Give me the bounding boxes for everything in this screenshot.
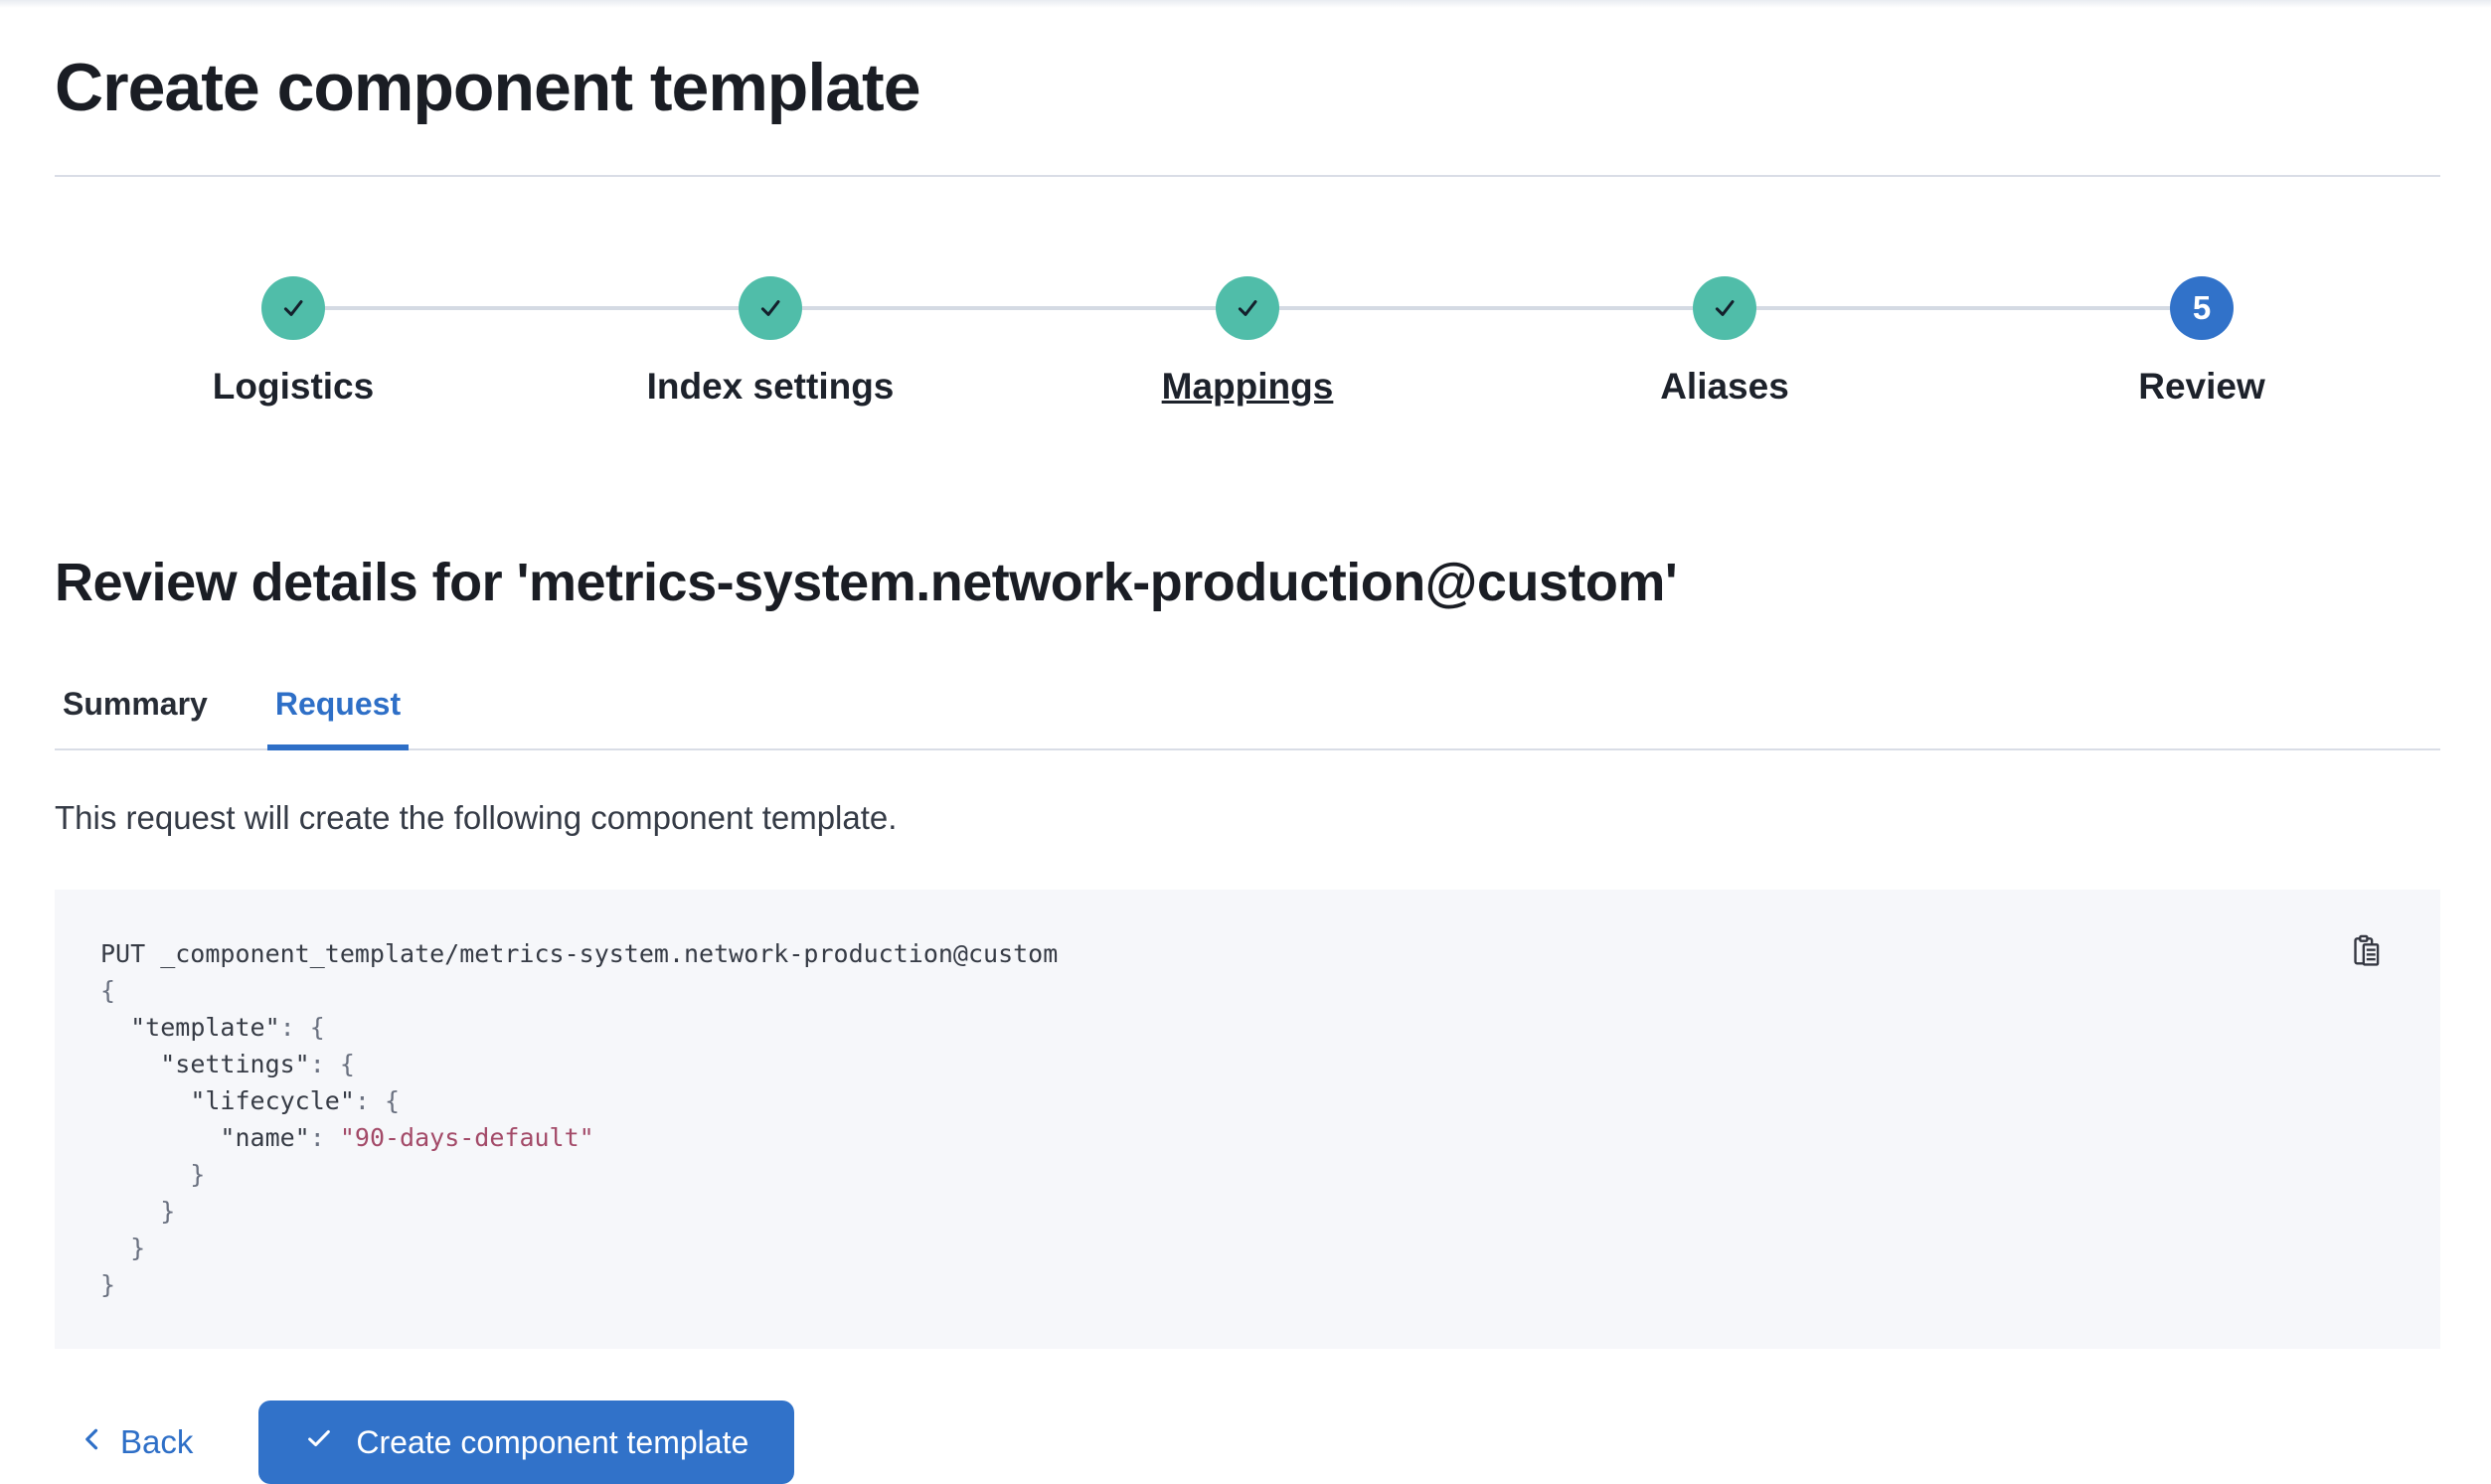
- step-label: Logistics: [212, 366, 375, 407]
- stepper-step-index-settings[interactable]: Index settings: [532, 276, 1009, 408]
- create-component-template-button[interactable]: Create component template: [258, 1401, 795, 1484]
- title-divider: [55, 175, 2440, 177]
- stepper-step-logistics[interactable]: Logistics: [55, 276, 532, 408]
- back-button[interactable]: Back: [55, 1423, 217, 1461]
- tab-summary[interactable]: Summary: [55, 686, 216, 748]
- step-number-badge: 5: [2170, 276, 2234, 340]
- stepper-step-aliases[interactable]: Aliases: [1486, 276, 1963, 408]
- stepper-step-mappings[interactable]: Mappings: [1009, 276, 1486, 408]
- step-label: Index settings: [646, 366, 895, 407]
- top-edge-shadow: [0, 0, 2491, 8]
- request-description: This request will create the following c…: [55, 799, 898, 836]
- copy-clipboard-icon: [2349, 934, 2387, 974]
- step-label: Mappings: [1161, 366, 1334, 407]
- page-title: Create component template: [55, 50, 921, 125]
- step-check-icon: [261, 276, 325, 340]
- create-component-template-page: Create component template Logistics Index…: [0, 48, 2491, 1484]
- wizard-footer: Back Create component template: [55, 1401, 2440, 1484]
- chevron-left-icon: [79, 1423, 106, 1461]
- review-heading: Review details for 'metrics-system.netwo…: [55, 553, 1678, 612]
- request-code-block: PUT _component_template/metrics-system.n…: [55, 890, 2440, 1349]
- step-label: Review: [2138, 366, 2265, 407]
- step-label: Aliases: [1660, 366, 1789, 407]
- check-icon: [304, 1423, 334, 1461]
- tab-request[interactable]: Request: [266, 686, 410, 750]
- step-check-icon: [1693, 276, 1756, 340]
- copy-button[interactable]: [2345, 929, 2391, 975]
- step-check-icon: [1216, 276, 1279, 340]
- request-code: PUT _component_template/metrics-system.n…: [100, 939, 1059, 1299]
- step-check-icon: [739, 276, 802, 340]
- create-button-label: Create component template: [356, 1423, 749, 1460]
- review-tabs: Summary Request: [55, 686, 2440, 750]
- back-button-label: Back: [120, 1423, 194, 1460]
